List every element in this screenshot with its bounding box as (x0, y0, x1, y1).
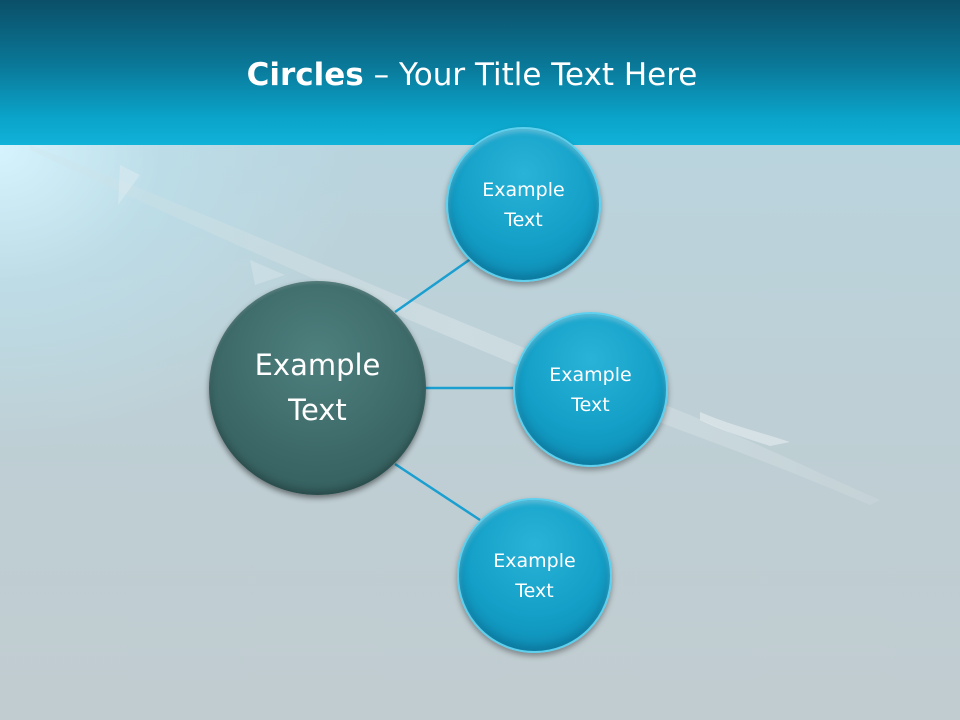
connector-bottom (394, 462, 481, 522)
slide-title: Circles – Your Title Text Here (0, 52, 944, 98)
title-bold: Circles (246, 57, 364, 93)
node-circle-label: Example Text (493, 549, 576, 602)
node-circle-middle[interactable]: Example Text (513, 312, 668, 467)
node-circle-top[interactable]: Example Text (446, 127, 601, 282)
node-circle-bottom[interactable]: Example Text (457, 498, 612, 653)
header-bar: Circles – Your Title Text Here (0, 0, 960, 145)
center-circle-label: Example Text (254, 348, 381, 427)
connector-top (394, 256, 473, 314)
node-circle-label: Example Text (549, 363, 632, 416)
center-circle[interactable]: Example Text (209, 281, 426, 495)
title-text: – Your Title Text Here (363, 57, 698, 93)
node-circle-label: Example Text (482, 178, 565, 231)
